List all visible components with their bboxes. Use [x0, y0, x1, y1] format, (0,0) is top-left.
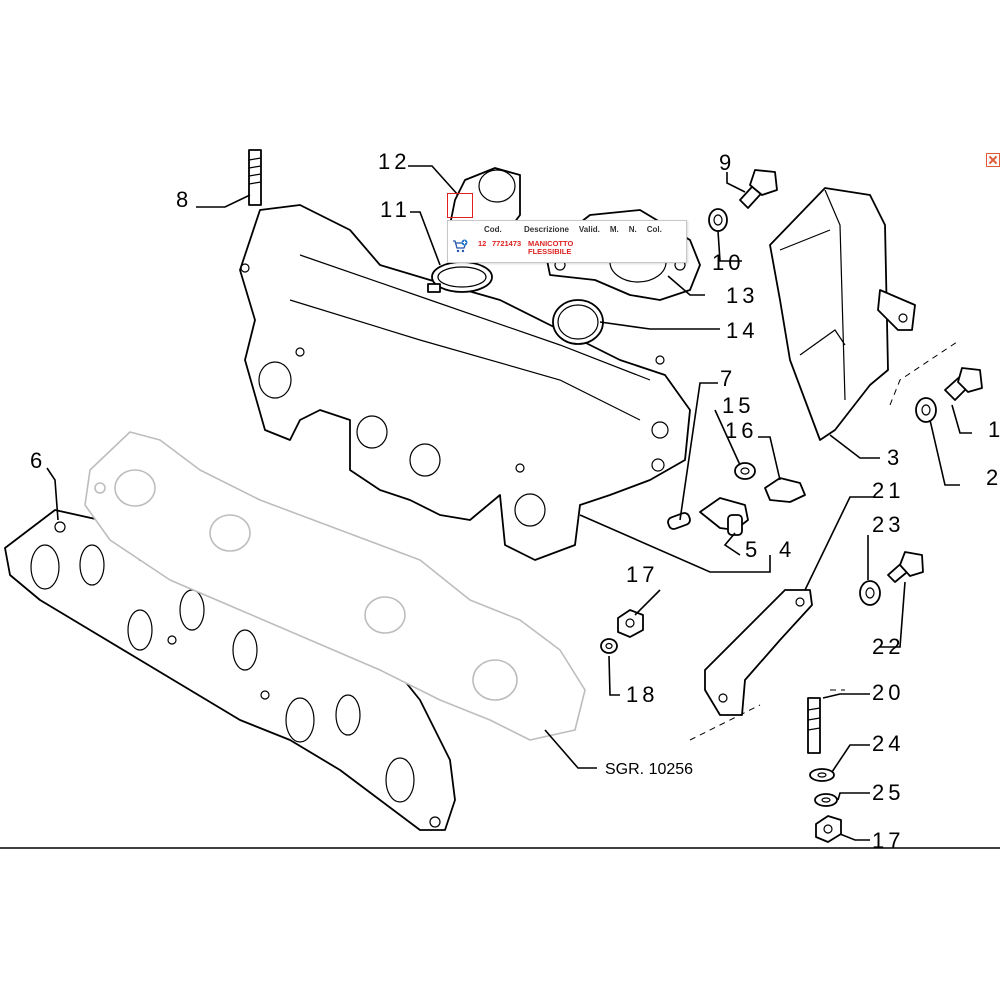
part-17-nut-lower[interactable]: [815, 815, 842, 843]
header-descrizione: Descrizione: [524, 225, 569, 234]
header-cod: Cod.: [484, 225, 502, 234]
callout-9[interactable]: 9: [719, 150, 735, 175]
callout-17[interactable]: 17: [626, 562, 658, 587]
callout-22[interactable]: 22: [872, 634, 904, 659]
row-description: MANICOTTO FLESSIBILE: [528, 240, 648, 256]
callout-14[interactable]: 14: [726, 318, 758, 343]
header-col: Col.: [646, 225, 662, 234]
part-10-washer[interactable]: [708, 208, 728, 232]
part-23-washer[interactable]: [859, 580, 881, 606]
selected-part-highlight[interactable]: [447, 193, 473, 218]
callout-24[interactable]: 24: [872, 731, 904, 756]
callout-7[interactable]: 7: [720, 366, 736, 391]
popup-header-row: Cod. Descrizione Valid. M. N. Col.: [470, 225, 686, 234]
callout-10[interactable]: 10: [712, 250, 744, 275]
add-to-cart-icon[interactable]: [452, 239, 468, 253]
callout-4[interactable]: 4: [779, 537, 795, 562]
part-8-stud[interactable]: [248, 149, 262, 206]
callout-3[interactable]: 3: [887, 445, 903, 470]
row-desc-line1: MANICOTTO: [528, 239, 574, 248]
row-ref: 12: [478, 239, 487, 248]
part-22-bolt[interactable]: [887, 551, 924, 583]
header-valid: Valid.: [578, 225, 600, 234]
part-7-pin[interactable]: [667, 512, 692, 531]
callout-8[interactable]: 8: [176, 187, 192, 212]
callout-13[interactable]: 13: [726, 283, 758, 308]
callout-18[interactable]: 18: [626, 682, 658, 707]
part-25-spring-washer[interactable]: [814, 793, 838, 807]
part-2-washer[interactable]: [915, 397, 937, 423]
callout-16[interactable]: 16: [725, 418, 757, 443]
header-n: N.: [628, 225, 637, 234]
part-1-bolt[interactable]: [944, 367, 983, 401]
assembly-dash-line: [689, 689, 845, 741]
part-24-washer[interactable]: [809, 768, 835, 782]
assembly-dash-line-2: [889, 339, 961, 406]
header-m: M.: [609, 225, 619, 234]
part-info-popup: Cod. Descrizione Valid. M. N. Col. 12 77…: [447, 220, 687, 263]
callout-2[interactable]: 2: [986, 465, 1000, 490]
popup-part-row[interactable]: 12 7721473 MANICOTTO FLESSIBILE: [478, 240, 686, 256]
callout-25[interactable]: 25: [872, 780, 904, 805]
row-desc-line2: FLESSIBILE: [528, 247, 572, 256]
callout-1[interactable]: 1: [988, 417, 1000, 442]
part-14-o-ring[interactable]: [552, 299, 604, 345]
part-20-stud[interactable]: [807, 697, 821, 754]
part-16-sensor[interactable]: [764, 477, 806, 503]
reference-label[interactable]: SGR. 10256: [605, 761, 693, 778]
exhaust-manifold-ghost: [84, 431, 586, 741]
part-17-nut[interactable]: [617, 609, 644, 638]
callout-17-lower[interactable]: 17: [872, 828, 904, 853]
callout-21[interactable]: 21: [872, 478, 904, 503]
callout-23[interactable]: 23: [872, 512, 904, 537]
part-3-heat-shield[interactable]: [769, 187, 916, 441]
part-11-hose-clamp[interactable]: [427, 261, 493, 293]
part-9-bolt[interactable]: [739, 169, 778, 209]
callout-6[interactable]: 6: [30, 448, 46, 473]
callout-20[interactable]: 20: [872, 680, 904, 705]
callout-15[interactable]: 15: [722, 393, 754, 418]
part-18-washer[interactable]: [600, 638, 618, 654]
leader-lines: [46, 165, 972, 841]
part-5-fitting[interactable]: [699, 497, 749, 536]
row-code: 7721473: [492, 239, 522, 248]
callout-12[interactable]: 12: [378, 149, 410, 174]
callout-11[interactable]: 11: [380, 197, 411, 222]
callout-labels: 8 12 11 9 10 13 14 7 15 16 3 1 2 21 23 5…: [30, 149, 1000, 853]
part-21-bracket[interactable]: [704, 589, 813, 716]
part-15-seal-washer[interactable]: [734, 462, 756, 480]
callout-5[interactable]: 5: [745, 537, 761, 562]
close-icon[interactable]: [986, 153, 1000, 167]
